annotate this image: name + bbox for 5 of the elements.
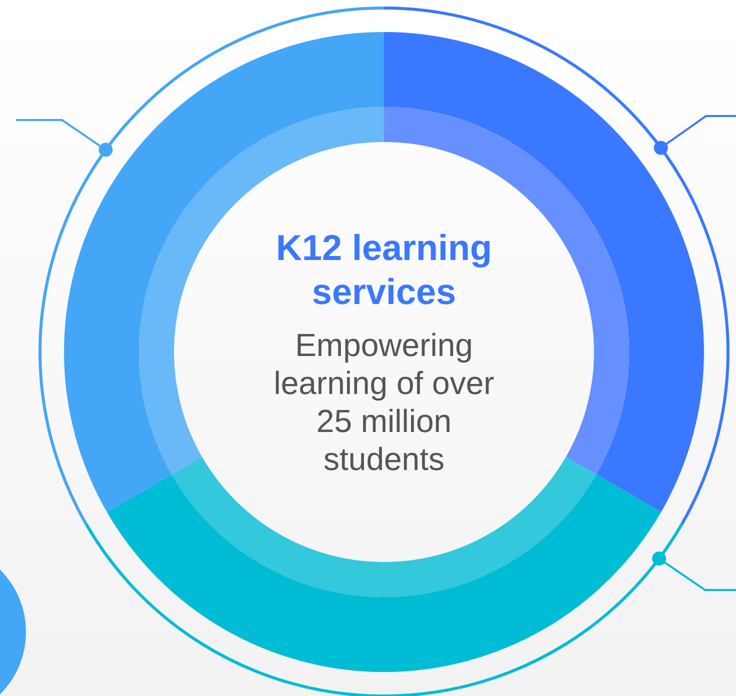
center-title: K12 learning services (274, 226, 494, 314)
leader-line (16, 119, 113, 157)
leader-line (652, 552, 736, 591)
leader-line (654, 115, 736, 155)
center-description: Empowering learning of over 25 million students (272, 326, 496, 478)
